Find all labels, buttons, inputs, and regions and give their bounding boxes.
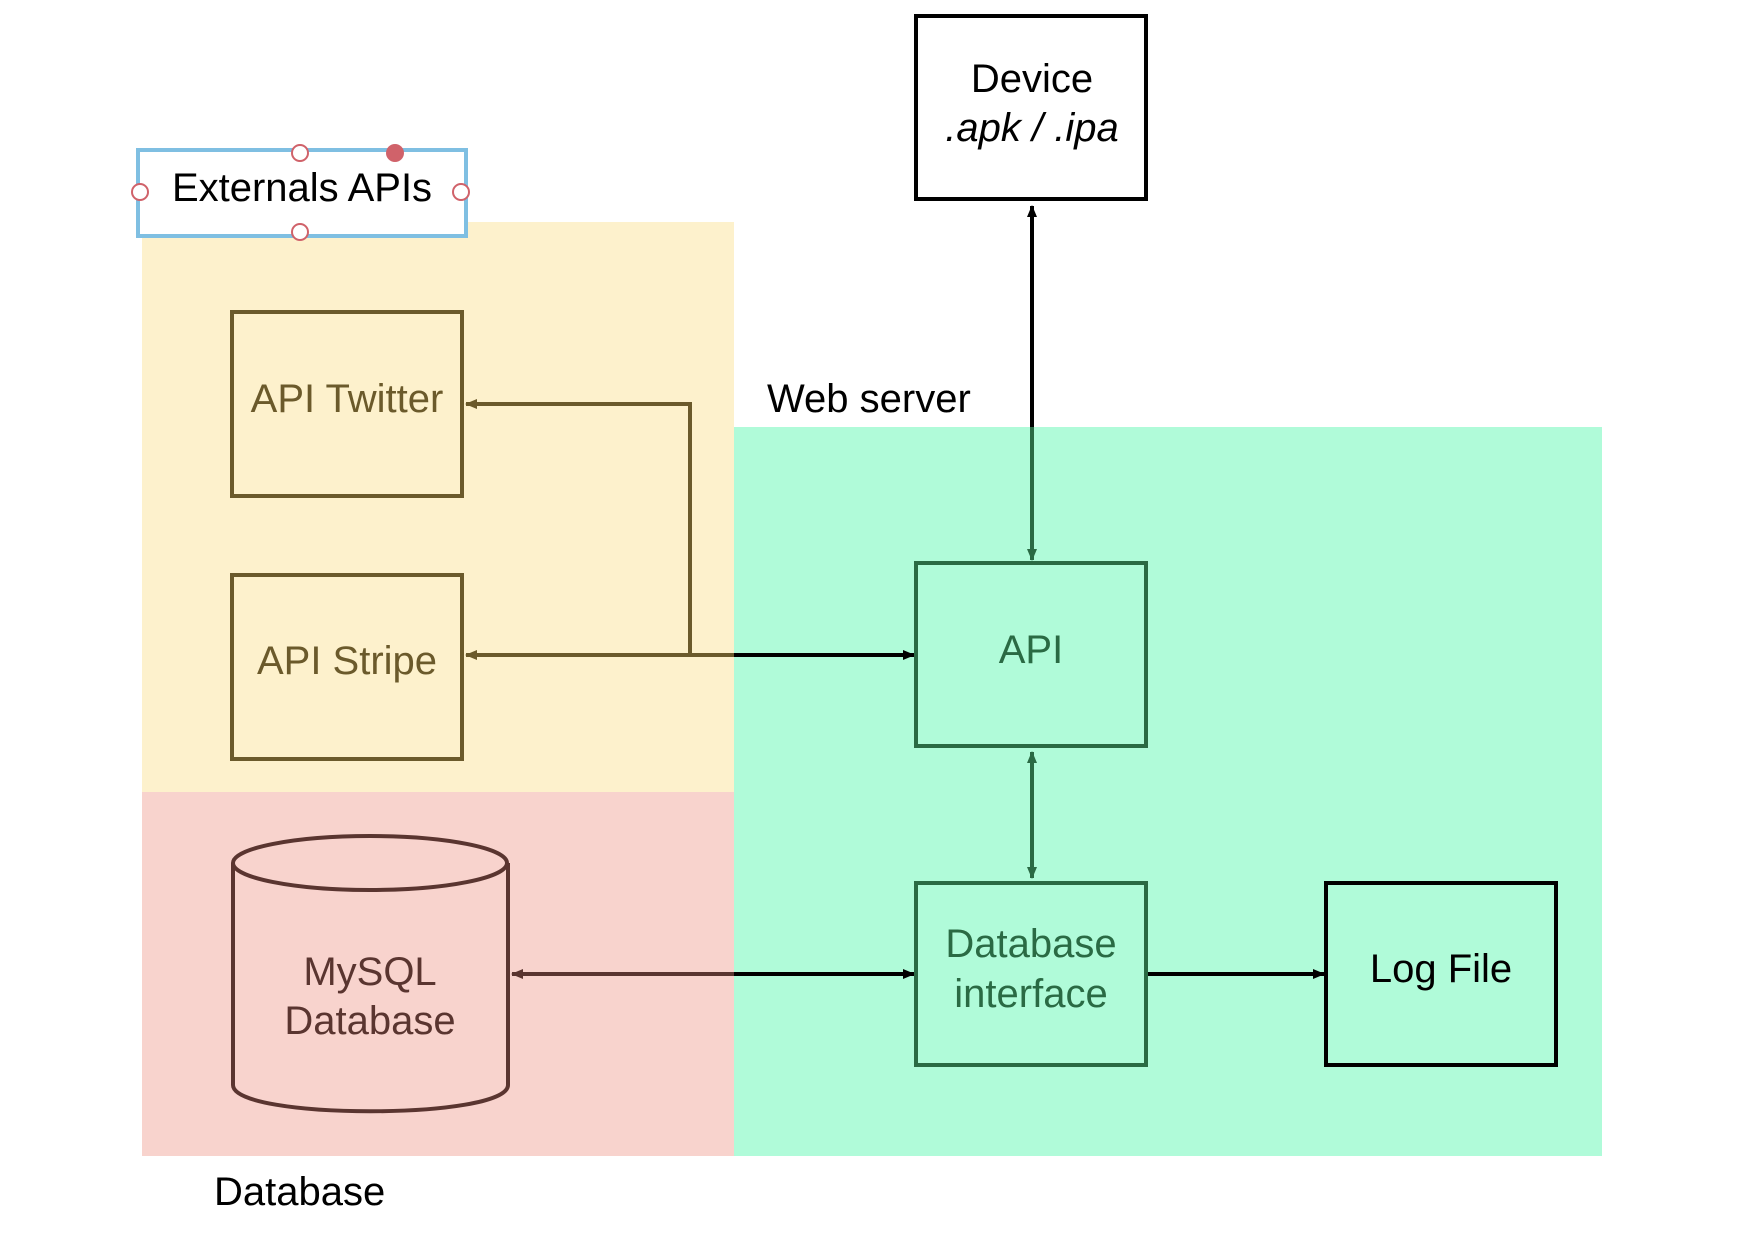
rotate-handle[interactable] bbox=[386, 144, 404, 162]
log-file-label: Log File bbox=[1370, 947, 1512, 991]
device-filetypes: .apk / .ipa bbox=[945, 106, 1118, 150]
mysql-cylinder-body[interactable] bbox=[231, 863, 510, 1114]
db-interface-label-line1: Database bbox=[945, 922, 1116, 966]
log-file-node[interactable] bbox=[1324, 881, 1558, 1067]
db-interface-label-line2: interface bbox=[954, 972, 1107, 1016]
api-twitter-node[interactable] bbox=[230, 310, 464, 498]
selection-handle-left[interactable] bbox=[131, 183, 149, 201]
webserver-region-label: Web server bbox=[767, 377, 971, 421]
externals-region-label: Externals APIs bbox=[172, 166, 432, 210]
mysql-label-line2: Database bbox=[284, 999, 455, 1043]
selection-handle-right[interactable] bbox=[452, 183, 470, 201]
selection-handle-bottom[interactable] bbox=[291, 223, 309, 241]
device-node[interactable] bbox=[914, 14, 1148, 201]
api-stripe-label: API Stripe bbox=[257, 639, 437, 683]
edge-twitter-junction[interactable] bbox=[465, 399, 692, 655]
api-stripe-node[interactable] bbox=[230, 573, 464, 761]
device-label: Device bbox=[971, 57, 1093, 101]
db-interface-node[interactable] bbox=[914, 881, 1148, 1067]
mysql-label-line1: MySQL bbox=[303, 950, 436, 994]
mysql-cylinder-top bbox=[231, 834, 509, 892]
database-region-label: Database bbox=[214, 1170, 385, 1214]
api-twitter-label: API Twitter bbox=[251, 377, 444, 421]
api-label: API bbox=[999, 628, 1063, 672]
api-node[interactable] bbox=[914, 561, 1148, 748]
selection-handle-top[interactable] bbox=[291, 144, 309, 162]
